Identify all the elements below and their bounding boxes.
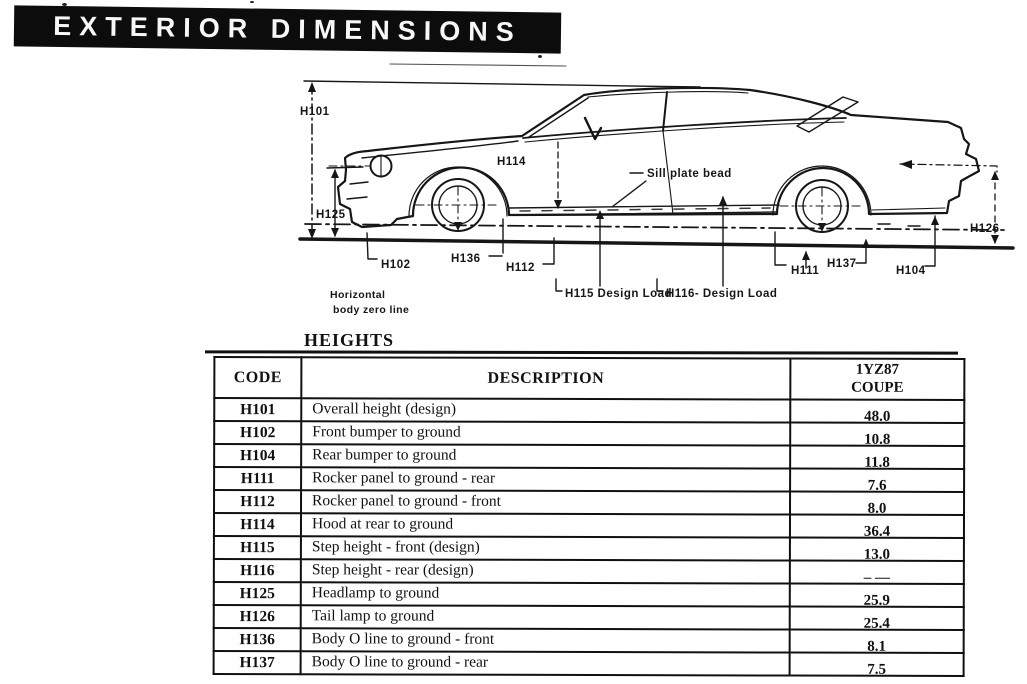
column-header-code: CODE xyxy=(214,357,302,399)
description-cell: Hood at rear to ground xyxy=(300,513,791,538)
label-h104: H104 xyxy=(896,265,926,277)
code-cell: H112 xyxy=(214,490,302,514)
vent-mark xyxy=(583,116,603,141)
value-cell: 48.0 xyxy=(790,399,965,423)
description-cell: Step height - rear (design) xyxy=(300,559,790,584)
description-cell: Rocker panel to ground - front xyxy=(301,490,791,515)
code-cell: H102 xyxy=(214,421,302,445)
code-cell: H114 xyxy=(213,513,302,537)
description-cell: Body O line to ground - rear xyxy=(300,651,790,676)
label-h136: H136 xyxy=(451,253,481,265)
car-dimension-diagram: H101 H114 H125 H102 H136 H112 Sill plate… xyxy=(298,63,1015,316)
description-cell: Body O line to ground - front xyxy=(300,628,790,653)
label-h101: H101 xyxy=(300,106,330,118)
value-cell: 7.6 xyxy=(790,468,965,492)
label-h112: H112 xyxy=(506,262,535,274)
value-cell: 11.8 xyxy=(790,445,965,469)
description-cell: Rear bumper to ground xyxy=(301,444,791,469)
scan-speck xyxy=(538,55,542,58)
code-cell: H101 xyxy=(214,398,302,422)
label-body-zero-line-2: body zero line xyxy=(333,304,409,316)
value-cell: 8.0 xyxy=(790,491,965,515)
description-cell: Rocker panel to ground - rear xyxy=(301,467,791,492)
dimension-arrows xyxy=(308,82,999,260)
description-cell: Headlamp to ground xyxy=(300,582,790,607)
table-top-rule xyxy=(204,350,959,355)
code-cell: H111 xyxy=(214,467,302,491)
column-header-model: 1YZ87 COUPE xyxy=(790,358,965,400)
label-h114: H114 xyxy=(497,156,526,168)
description-cell: Step height - front (design) xyxy=(300,536,790,561)
code-cell: H116 xyxy=(213,559,301,583)
value-cell: 13.0 xyxy=(789,537,964,561)
value-cell: 7.5 xyxy=(789,652,964,676)
value-cell: 25.4 xyxy=(789,606,964,630)
table-header-row: CODE DESCRIPTION 1YZ87 COUPE xyxy=(214,357,965,400)
value-cell: 36.4 xyxy=(789,514,965,538)
body-zero-line xyxy=(304,223,1005,231)
label-h126: H126 xyxy=(970,223,1000,235)
value-cell: – — xyxy=(789,560,964,584)
code-cell: H125 xyxy=(213,582,301,606)
column-header-description: DESCRIPTION xyxy=(301,357,791,400)
ground-line xyxy=(298,237,1015,250)
label-body-zero-line-1: Horizontal xyxy=(330,289,385,301)
model-line1: 1YZ87 xyxy=(855,361,900,379)
label-h116-design-load: H116- Design Load xyxy=(666,288,777,300)
door-cut-line xyxy=(662,130,674,215)
sill-lines xyxy=(508,204,780,216)
code-cell: H115 xyxy=(213,536,301,560)
scan-speck xyxy=(62,3,67,6)
code-cell: H126 xyxy=(213,605,301,629)
description-cell: Front bumper to ground xyxy=(301,421,791,446)
heights-section-title: HEIGHTS xyxy=(304,330,395,350)
code-cell: H137 xyxy=(213,651,301,675)
label-h125: H125 xyxy=(316,209,346,221)
label-h111: H111 xyxy=(791,265,819,277)
description-cell: Overall height (design) xyxy=(301,398,791,423)
code-cell: H136 xyxy=(213,628,301,652)
value-cell: 25.9 xyxy=(789,583,964,607)
description-cell: Tail lamp to ground xyxy=(300,605,790,630)
model-line2: COUPE xyxy=(851,379,904,396)
code-cell: H104 xyxy=(214,444,302,468)
b-pillar-line xyxy=(662,91,668,132)
label-h115-design-load: H115 Design Load xyxy=(565,288,672,300)
car-body-outline xyxy=(336,86,981,229)
value-cell: 10.8 xyxy=(790,422,965,446)
label-h137: H137 xyxy=(827,258,857,270)
label-h102: H102 xyxy=(381,259,411,271)
quarter-window xyxy=(796,96,859,133)
scan-speck xyxy=(250,1,254,3)
label-sill-plate-bead: Sill plate bead xyxy=(647,168,732,180)
value-cell: 8.1 xyxy=(789,629,964,653)
